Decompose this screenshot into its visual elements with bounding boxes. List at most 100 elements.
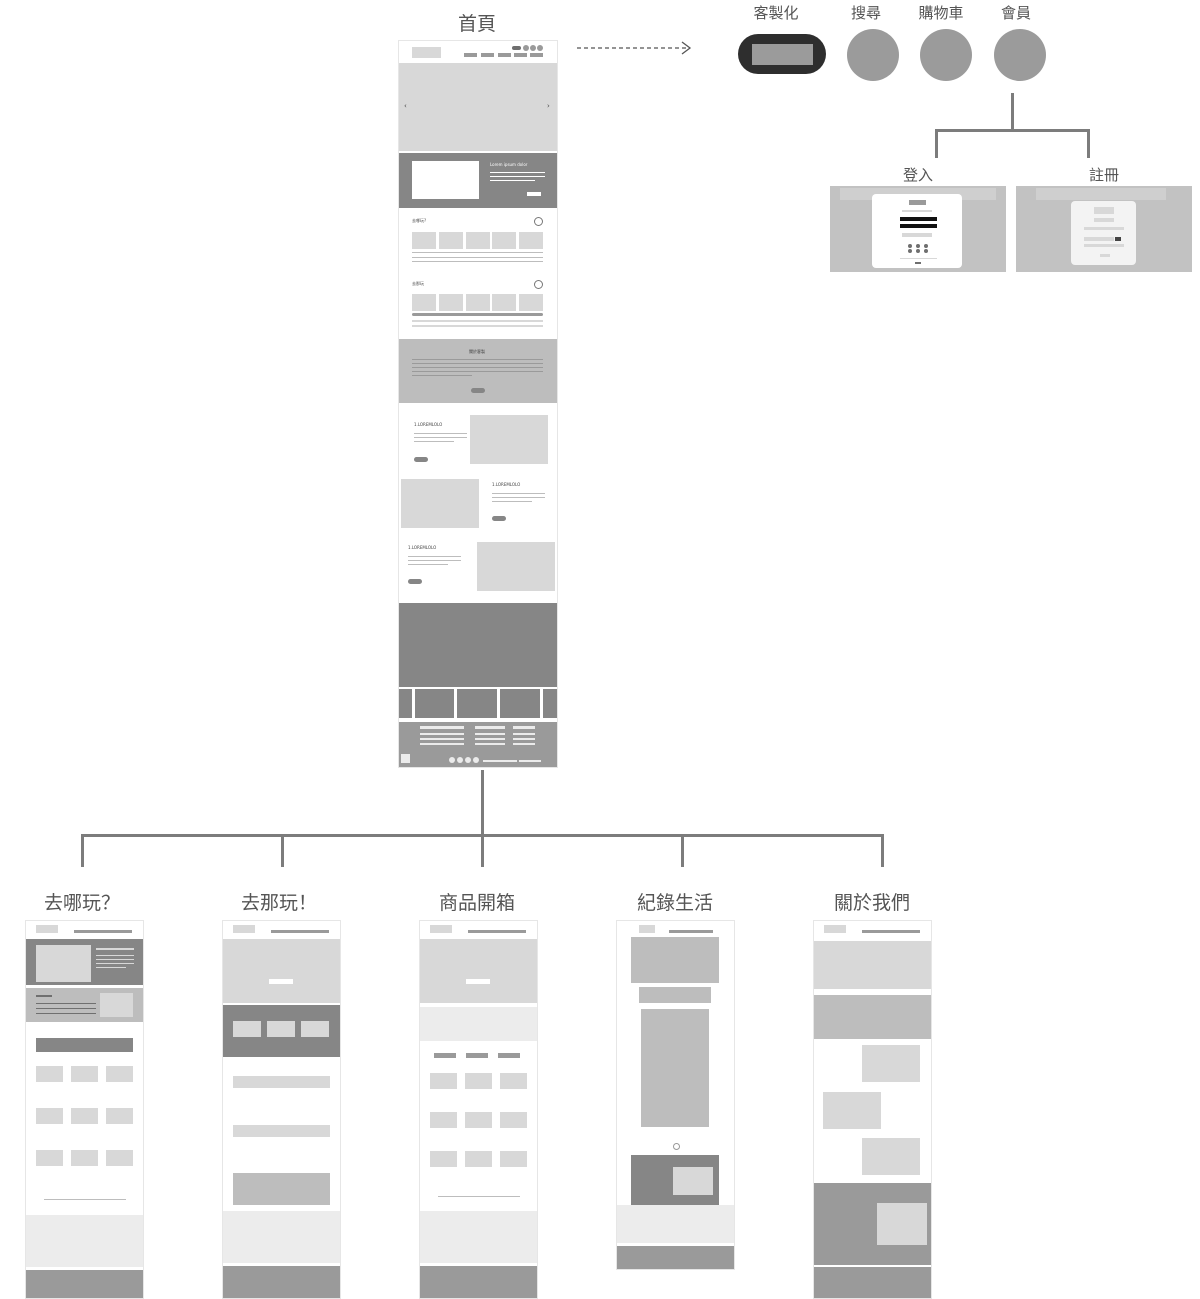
- masonry-grid: [641, 1009, 709, 1127]
- function-label-member: 會員: [1000, 4, 1032, 22]
- social-login-dot: [916, 249, 920, 253]
- product-image: [430, 1073, 457, 1089]
- card-row: [233, 1125, 330, 1137]
- feature-button: [414, 457, 428, 462]
- connector: [1087, 129, 1090, 158]
- login-label: 登入: [902, 166, 934, 184]
- connector: [481, 770, 484, 836]
- home-wireframe: ‹ › Lorem ipsum dolor 去哪玩? 去那玩 關於客製 1.LO…: [398, 40, 558, 768]
- intro-title: Lorem ipsum dolor: [490, 162, 528, 167]
- function-label-cart: 購物車: [918, 4, 964, 22]
- login-subtitle: [902, 210, 932, 212]
- search-circle: [847, 29, 899, 81]
- footer: [814, 1267, 931, 1298]
- card-image: [36, 1108, 63, 1124]
- highlight-text: [36, 1008, 96, 1009]
- feature-text: [492, 501, 532, 502]
- feature-button: [492, 516, 506, 521]
- footer: [420, 1266, 537, 1298]
- logo-placeholder: [639, 925, 655, 933]
- product-image: [465, 1112, 492, 1128]
- feature-image: [470, 415, 548, 464]
- card-image: [106, 1150, 133, 1166]
- intro-text: [96, 955, 134, 956]
- register-field: [1094, 218, 1114, 222]
- card-image: [71, 1150, 98, 1166]
- social-login-dot: [916, 244, 920, 248]
- feature-title: 1.LOREMLOLO: [414, 422, 443, 427]
- register-label: 註冊: [1088, 166, 1120, 184]
- member-circle: [994, 29, 1046, 81]
- connector: [481, 834, 484, 867]
- card-image: [492, 232, 516, 249]
- dashed-arrow: [577, 41, 692, 55]
- feature-text: [414, 433, 467, 434]
- footer-social-dot: [449, 757, 455, 763]
- register-modal-thumb: [1016, 186, 1192, 272]
- product-image: [412, 294, 436, 311]
- hero-slider: [420, 939, 537, 1003]
- footer-line: [420, 726, 464, 729]
- product-image: [492, 294, 516, 311]
- subpage-label: 去那玩！: [240, 892, 318, 914]
- card-image: [106, 1066, 133, 1082]
- nav-bar: [669, 930, 713, 933]
- connector: [881, 834, 884, 867]
- connector: [81, 834, 84, 867]
- intro-text: [96, 959, 134, 960]
- intro-button: [527, 192, 541, 196]
- register-submit: [1100, 254, 1110, 257]
- nav-item: [481, 53, 494, 57]
- card-text: [412, 252, 543, 253]
- footer-line: [420, 743, 464, 745]
- register-field: [1084, 227, 1124, 230]
- hero-button: [466, 979, 490, 984]
- register-field: [1084, 244, 1124, 247]
- intro-text: [96, 948, 134, 950]
- detail-image: [673, 1167, 713, 1195]
- subpage-wireframe-unboxing: [419, 920, 538, 1299]
- gallery-thumb: [399, 689, 412, 718]
- product-image: [430, 1112, 457, 1128]
- footer-line: [420, 733, 464, 735]
- footer-line: [513, 733, 535, 735]
- connector: [1011, 93, 1014, 131]
- intro-block: [420, 1007, 537, 1041]
- register-field: [1084, 237, 1114, 241]
- mini-dot: [523, 45, 529, 51]
- logo-placeholder: [430, 925, 452, 933]
- section-label: 去哪玩?: [412, 218, 427, 223]
- highlight-text: [36, 1003, 96, 1004]
- social-login-dot: [908, 249, 912, 253]
- pagination: [44, 1199, 126, 1200]
- section-label: 去那玩: [412, 281, 424, 286]
- hero-slider: [399, 63, 557, 151]
- feature-text: [414, 441, 454, 442]
- mini-dot: [530, 45, 536, 51]
- connector: [681, 834, 684, 867]
- social-login-dot: [924, 244, 928, 248]
- mini-pill: [512, 46, 521, 50]
- product-image: [500, 1073, 527, 1089]
- product-image: [439, 294, 463, 311]
- feature-title: 1.LOREMLOLO: [408, 545, 437, 550]
- login-field: [900, 217, 937, 221]
- product-image: [465, 1151, 492, 1167]
- content-block: [26, 1215, 143, 1267]
- subpage-wireframe-there: [222, 920, 341, 1299]
- hero-slider: [223, 939, 340, 1003]
- pagination: [438, 1196, 520, 1197]
- filter-select: [434, 1053, 456, 1058]
- feature-image: [823, 1092, 881, 1129]
- filter-select: [498, 1053, 520, 1058]
- gallery-thumb: [500, 689, 540, 718]
- product-meta: [412, 320, 543, 322]
- footer-copyright: [483, 760, 517, 762]
- intro-image: [412, 161, 479, 199]
- gallery-thumb: [457, 689, 497, 718]
- featured-card: [301, 1021, 329, 1037]
- gallery-thumb: [415, 689, 454, 718]
- intro-text: [96, 963, 134, 964]
- subpage-wireframe-life: [616, 920, 735, 1270]
- login-footer-link: [915, 262, 921, 264]
